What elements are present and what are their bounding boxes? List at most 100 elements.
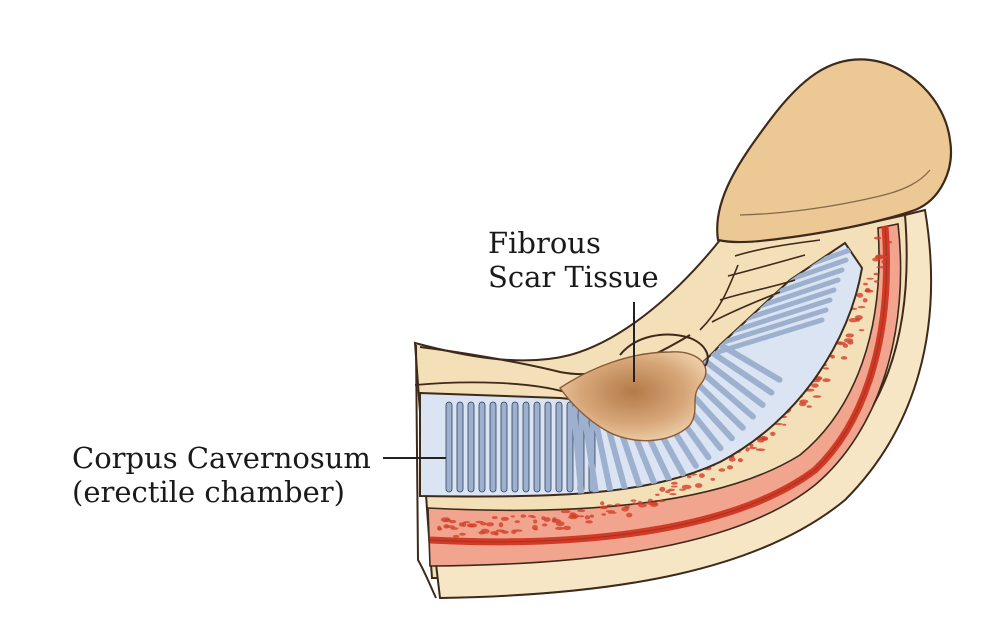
tissue-speckle [631,499,637,501]
sinusoid-stripe [479,402,485,492]
tissue-speckle [533,519,537,523]
tissue-speckle [585,515,590,519]
corpus-cavernosum-label: Corpus Cavernosum (erectile chamber) [72,441,371,509]
tissue-speckle [813,395,822,398]
tissue-speckle [749,447,758,449]
tissue-speckle [543,517,550,522]
fibrous-label-line2: Scar Tissue [488,260,659,294]
fibrous-label-line1: Fibrous [488,226,659,260]
tissue-speckle [699,473,705,478]
tissue-speckle [601,513,606,515]
tissue-speckle [849,318,858,322]
sinusoid-stripe [534,402,540,492]
tissue-speckle [515,520,520,523]
tissue-speckle [882,255,887,259]
tissue-speckle [669,493,676,495]
tissue-speckle [590,515,594,518]
tissue-speckle [811,383,818,387]
tissue-speckle [865,289,871,292]
tissue-speckle [711,478,716,481]
tissue-speckle [874,280,879,282]
sinusoid-stripe [556,402,562,492]
tissue-speckle [450,527,458,530]
tissue-speckle [496,529,505,532]
tissue-speckle [463,521,470,523]
tissue-speckle [887,241,893,243]
tissue-speckle [481,529,490,534]
tissue-speckle [874,237,881,240]
sinusoid-stripe [523,402,529,492]
tissue-speckle [561,510,571,514]
tissue-speckle [492,516,498,519]
sinusoid-stripe [446,402,452,492]
tissue-speckle [437,526,441,531]
tissue-speckle [659,487,665,492]
tissue-speckle [695,483,702,488]
tissue-speckle [577,510,585,513]
tissue-speckle [858,306,866,308]
tissue-speckle [719,468,726,472]
tissue-speckle [857,293,864,298]
tissue-speckle [441,517,451,522]
tissue-speckle [655,494,660,496]
tissue-speckle [863,298,868,302]
tissue-speckle [556,521,565,526]
tissue-speckle [585,520,593,523]
tissue-speckle [822,378,830,382]
tissue-speckle [615,503,621,506]
tissue-speckle [528,515,534,517]
tissue-speckle [600,501,604,505]
tissue-speckle [727,465,733,469]
tissue-speckle [738,458,743,462]
tissue-speckle [555,527,564,530]
tissue-speckle [621,507,629,512]
tissue-speckle [823,367,829,369]
tissue-speckle [782,424,786,426]
tissue-speckle [648,499,653,502]
tissue-speckle [499,522,504,527]
tissue-speckle [866,278,874,280]
tissue-speckle [846,333,854,337]
tissue-speckle [467,523,475,527]
sinusoid-stripe [457,402,463,492]
tissue-speckle [569,512,576,517]
tissue-speckle [671,486,678,488]
tissue-speckle [459,533,466,536]
tissue-speckle [632,502,637,505]
sinusoid-stripe [512,402,518,492]
tissue-speckle [542,523,548,526]
tissue-speckle [514,529,523,531]
tissue-speckle [807,405,812,408]
tissue-speckle [831,355,835,359]
tissue-speckle [563,526,571,530]
tissue-speckle [578,515,584,517]
tissue-speckle [799,402,806,406]
tissue-speckle [534,528,538,530]
sinusoid-stripe [501,402,507,492]
tissue-speckle [453,535,460,538]
corpus-label-line2: (erectile chamber) [72,475,371,509]
tissue-speckle [844,338,853,342]
tissue-speckle [863,283,868,286]
tissue-speckle [626,513,632,518]
sinusoid-stripe [545,402,551,492]
tissue-speckle [658,500,665,502]
sinusoid-stripe [490,402,496,492]
tissue-speckle [841,356,847,360]
tissue-speckle [859,329,865,331]
tissue-speckle [486,522,494,526]
fibrous-scar-tissue-label: Fibrous Scar Tissue [488,226,659,294]
tissue-speckle [668,489,675,492]
tissue-speckle [495,533,499,536]
tissue-speckle [760,438,768,441]
tissue-speckle [521,514,527,517]
tissue-speckle [874,273,879,276]
corpus-label-line1: Corpus Cavernosum [72,441,371,475]
tissue-speckle [875,255,883,260]
tissue-speckle [876,266,885,268]
tissue-speckle [881,260,886,264]
tissue-speckle [475,521,483,523]
tissue-speckle [671,482,678,485]
